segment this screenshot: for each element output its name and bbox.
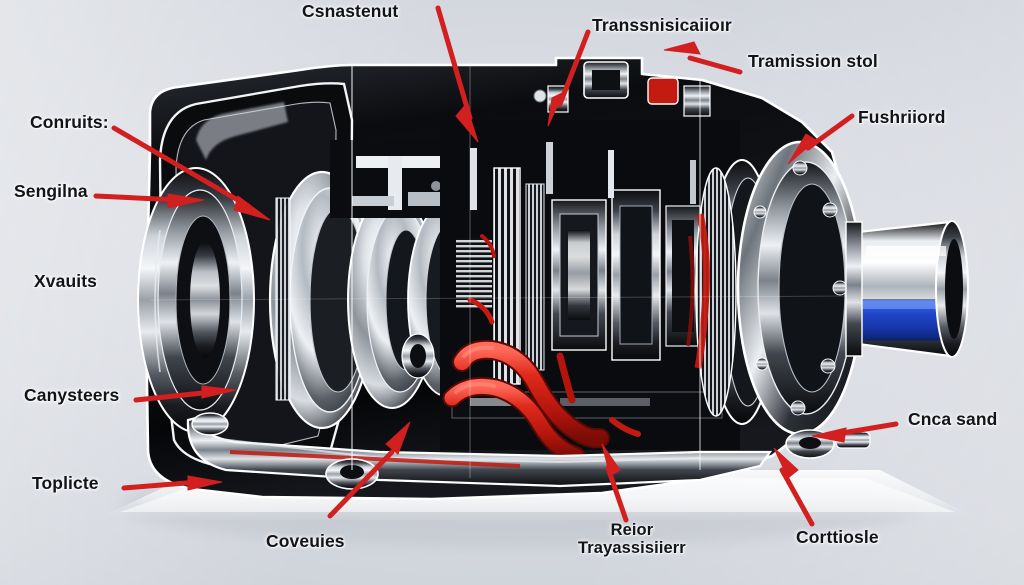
callout-label-coveuies: Coveuies <box>266 531 345 551</box>
callout-label-xvauits: Xvauits <box>34 271 97 291</box>
input-cover-ring <box>137 167 255 433</box>
gear-train <box>440 120 740 450</box>
callout-label-cnca-sand: Cnca sand <box>908 409 998 429</box>
callout-label-fushriiord: Fushriiord <box>858 107 946 127</box>
callout-label-csnastenut: Csnastenut <box>302 1 399 21</box>
callout-label-conruits: Conruits: <box>30 112 109 132</box>
callout-label-transmission-1: Transsnisicaiioır <box>592 15 732 35</box>
callout-label-toplicte: Toplicte <box>32 473 99 493</box>
callout-label-canysteers: Canysteers <box>24 385 120 405</box>
callout-label-tramission-stol: Tramission stol <box>748 51 878 71</box>
hydraulic-hoses <box>442 339 641 466</box>
rear-flange <box>736 140 864 436</box>
callout-label-reior-transmission: Reior Trayassisiierr <box>578 521 686 557</box>
callout-label-sengilna: Sengilna <box>14 181 88 201</box>
callout-leader-lines <box>93 5 899 527</box>
output-shaft <box>845 220 969 358</box>
callout-label-corttiosle: Corttiosle <box>796 527 879 547</box>
